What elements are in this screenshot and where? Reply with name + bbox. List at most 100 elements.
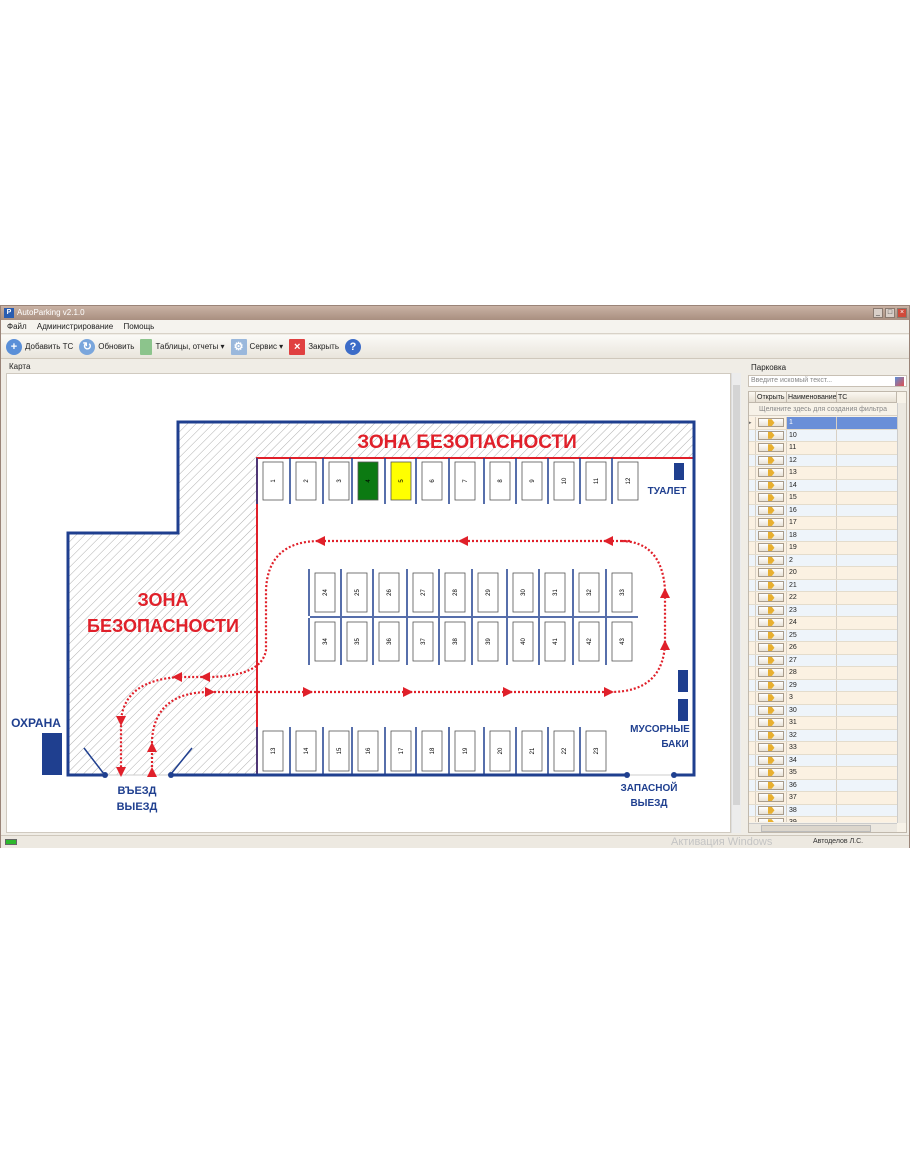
table-row[interactable]: 34 (749, 754, 897, 767)
parking-spot[interactable]: 3 (322, 458, 350, 504)
parking-spot[interactable]: 24 (308, 569, 336, 616)
parking-spot[interactable]: 16 (351, 727, 379, 775)
search-input[interactable]: Введите искомый текст... (748, 375, 907, 387)
open-button[interactable] (756, 742, 787, 754)
table-row[interactable]: 19 (749, 542, 897, 555)
spot-box[interactable] (477, 572, 499, 613)
spot-box[interactable] (390, 730, 412, 772)
open-button[interactable] (756, 504, 787, 516)
parking-spot[interactable]: 6 (415, 458, 443, 504)
parking-spot[interactable]: 40 (506, 618, 534, 665)
open-button-frame[interactable] (758, 705, 784, 715)
open-button[interactable] (756, 642, 787, 654)
spot-box[interactable] (328, 730, 350, 772)
open-button[interactable] (756, 517, 787, 529)
open-button-frame[interactable] (758, 718, 784, 728)
open-button-frame[interactable] (758, 580, 784, 590)
clear-search-icon[interactable] (895, 377, 904, 386)
parking-spot[interactable]: 4 (351, 458, 379, 504)
grid-horizontal-scrollbar[interactable] (749, 823, 897, 832)
open-button-frame[interactable] (758, 768, 784, 778)
table-row[interactable]: 21 (749, 579, 897, 592)
table-row[interactable]: 24 (749, 617, 897, 630)
parking-spot[interactable]: 23 (579, 727, 607, 775)
spot-box[interactable] (390, 461, 412, 501)
spot-box[interactable] (378, 572, 400, 613)
parking-spot[interactable]: 34 (308, 618, 336, 665)
table-row[interactable]: 36 (749, 779, 897, 792)
open-button-frame[interactable] (758, 618, 784, 628)
parking-spot[interactable]: 20 (483, 727, 511, 775)
parking-spot[interactable]: 17 (384, 727, 412, 775)
table-row[interactable]: 38 (749, 804, 897, 817)
parking-spot[interactable]: 13 (256, 727, 284, 775)
spot-box[interactable] (585, 461, 607, 501)
open-button[interactable] (756, 754, 787, 766)
spot-box[interactable] (454, 461, 476, 501)
service-button[interactable]: ⚙Сервис ▾ (230, 338, 283, 355)
spot-box[interactable] (578, 572, 600, 613)
spot-box[interactable] (477, 621, 499, 662)
spot-box[interactable] (357, 730, 379, 772)
open-button-frame[interactable] (758, 455, 784, 465)
spot-box[interactable] (544, 621, 566, 662)
spot-box[interactable] (295, 730, 317, 772)
open-button-frame[interactable] (758, 793, 784, 803)
table-row[interactable]: 20 (749, 567, 897, 580)
table-row[interactable]: 17 (749, 517, 897, 530)
spot-box[interactable] (544, 572, 566, 613)
spot-box[interactable] (521, 730, 543, 772)
minimize-button[interactable]: _ (873, 308, 883, 318)
refresh-button[interactable]: ↻Обновить (79, 338, 134, 355)
open-button[interactable] (756, 454, 787, 466)
parking-spot[interactable]: 9 (515, 458, 543, 504)
open-button[interactable] (756, 579, 787, 591)
parking-spot[interactable]: 28 (438, 569, 466, 616)
open-button[interactable] (756, 692, 787, 704)
parking-spot[interactable]: 38 (438, 618, 466, 665)
parking-spot[interactable]: 41 (538, 618, 566, 665)
open-button[interactable] (756, 529, 787, 541)
table-row[interactable]: 35 (749, 767, 897, 780)
open-button[interactable] (756, 492, 787, 504)
open-button-frame[interactable] (758, 430, 784, 440)
open-button-frame[interactable] (758, 780, 784, 790)
grid-vertical-scrollbar[interactable] (897, 403, 906, 823)
map-scrollbar[interactable] (731, 373, 741, 833)
table-row[interactable]: 27 (749, 654, 897, 667)
spot-box[interactable] (328, 461, 350, 501)
grid-hscroll-thumb[interactable] (761, 825, 871, 832)
table-row[interactable]: 14 (749, 479, 897, 492)
spot-box[interactable] (553, 461, 575, 501)
spot-box[interactable] (611, 621, 633, 662)
table-row[interactable]: 13 (749, 467, 897, 480)
table-row[interactable]: 39 (749, 817, 897, 822)
parking-spot[interactable]: 15 (322, 727, 350, 775)
parking-spot[interactable]: 31 (538, 569, 566, 616)
open-button-frame[interactable] (758, 543, 784, 553)
map-scroll-thumb[interactable] (733, 385, 740, 805)
close-window-button[interactable]: × (897, 308, 907, 318)
spot-box[interactable] (489, 730, 511, 772)
parking-spot[interactable]: 10 (547, 458, 575, 504)
table-row[interactable]: 31 (749, 717, 897, 730)
spot-box[interactable] (346, 621, 368, 662)
open-button[interactable] (756, 467, 787, 479)
parking-spot[interactable]: 1 (256, 458, 284, 504)
table-row[interactable]: 2 (749, 554, 897, 567)
spot-box[interactable] (444, 572, 466, 613)
parking-spot[interactable]: 5 (384, 458, 412, 504)
spot-box[interactable] (412, 621, 434, 662)
open-button-frame[interactable] (758, 493, 784, 503)
spot-box[interactable] (357, 461, 379, 501)
parking-spot[interactable]: 32 (572, 569, 600, 616)
open-button[interactable] (756, 479, 787, 491)
table-row[interactable]: 3 (749, 692, 897, 705)
open-button[interactable] (756, 704, 787, 716)
open-button-frame[interactable] (758, 418, 784, 428)
open-button-frame[interactable] (758, 818, 784, 822)
open-button-frame[interactable] (758, 730, 784, 740)
parking-spot[interactable]: 21 (515, 727, 543, 775)
spot-box[interactable] (262, 461, 284, 501)
menu-file[interactable]: Файл (7, 322, 27, 331)
